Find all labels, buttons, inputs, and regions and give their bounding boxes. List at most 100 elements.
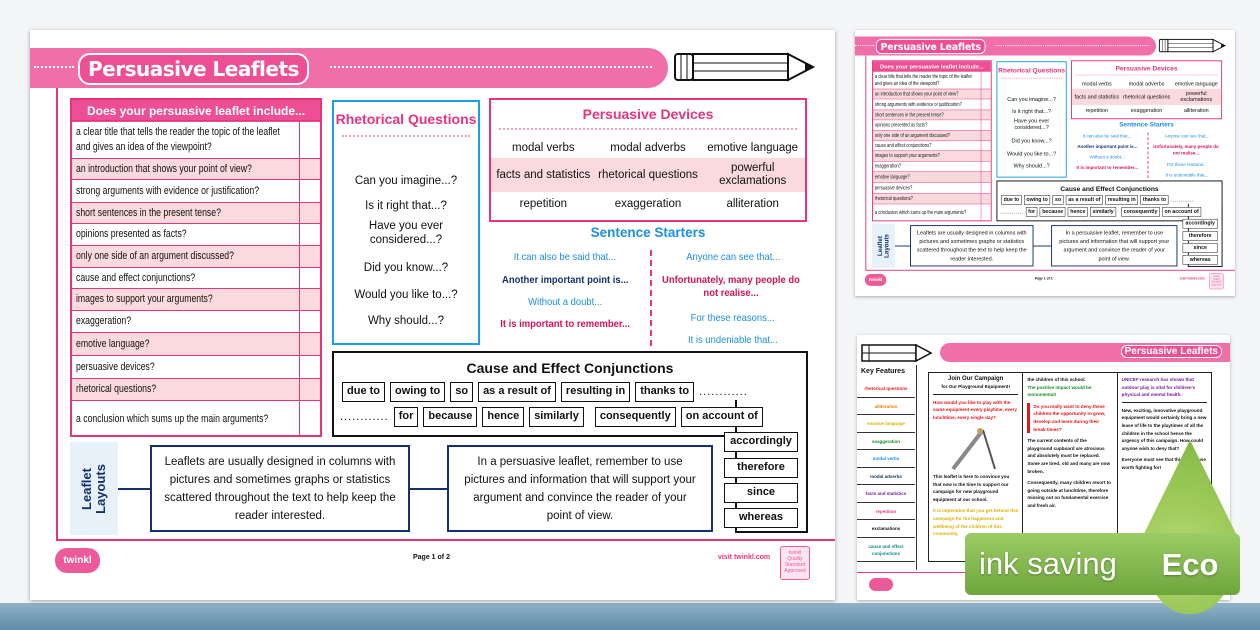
conjunction-word[interactable]: resulting in xyxy=(560,382,631,402)
conjunction-word[interactable]: whereas xyxy=(724,508,798,528)
conjunction-word[interactable]: hence xyxy=(1067,207,1088,217)
conjunction-word[interactable]: since xyxy=(1182,243,1218,253)
leaflet-layouts-text: Leaflet Layouts xyxy=(876,233,891,258)
checklist-item[interactable]: strong arguments with evidence or justif… xyxy=(72,179,320,202)
conjunction-word[interactable]: for xyxy=(1025,207,1038,217)
checklist-item[interactable]: exaggeration? xyxy=(72,310,320,332)
devices-heading: Persuasive Devices xyxy=(1115,64,1178,72)
conjunction-word[interactable]: accordingly xyxy=(724,432,798,452)
conjunction-word[interactable]: owing to xyxy=(390,382,446,402)
sentence-starter: Unfortunately, many people do not realis… xyxy=(653,274,813,300)
checklist-item[interactable]: a conclusion which sums up the main argu… xyxy=(872,203,991,222)
site-link[interactable]: visit twinkl.com xyxy=(718,554,771,561)
conjunction-word[interactable]: similarly xyxy=(529,407,584,427)
checklist-item[interactable]: short sentences in the present tense? xyxy=(872,109,991,120)
checklist-item[interactable]: only one side of an argument discussed? xyxy=(72,245,320,267)
checklist-item[interactable]: a clear title that tells the reader the … xyxy=(72,120,320,158)
connector xyxy=(1033,245,1052,247)
conjunction-word[interactable]: due to xyxy=(1001,195,1022,205)
layout-box: In a persuasive leaflet, remember to use… xyxy=(447,445,713,532)
checklist-item[interactable]: emotive language? xyxy=(72,332,320,355)
sentence-starter-text: Another important point is... xyxy=(1077,143,1138,150)
header-dots xyxy=(330,66,652,68)
checklist-item[interactable]: an introduction that shows your point of… xyxy=(872,88,991,99)
checklist-item[interactable]: cause and effect conjunctions? xyxy=(872,140,991,151)
checklist-item[interactable]: persuasive devices? xyxy=(872,182,991,194)
conjunction-word[interactable]: accordingly xyxy=(1182,218,1218,229)
checklist-item[interactable]: rhetorical questions? xyxy=(72,378,320,400)
key-feature: emotive language xyxy=(857,415,915,433)
checklist-item[interactable]: an introduction that shows your point of… xyxy=(72,158,320,179)
conjunction-word[interactable]: as a result of xyxy=(1065,195,1103,205)
checklist-item-label: a conclusion which sums up the main argu… xyxy=(76,412,269,425)
key-features-heading: Key Features xyxy=(861,368,905,375)
checklist-item[interactable]: cause and effect conjunctions? xyxy=(72,267,320,288)
checklist-item[interactable]: strong arguments with evidence or justif… xyxy=(872,98,991,110)
conjunction-word[interactable]: similarly xyxy=(1090,207,1117,217)
checklist-item-label: an introduction that shows your point of… xyxy=(76,162,252,175)
device-item: facts and statistics xyxy=(1074,93,1120,100)
divider xyxy=(916,365,917,570)
checklist-item[interactable]: exaggeration? xyxy=(872,161,991,172)
conjunction-word[interactable]: on account of xyxy=(680,407,763,427)
sentence-starter: It is important to remember... xyxy=(1069,165,1145,171)
worksheet-page-1: Persuasive Leaflets Does your persuasive… xyxy=(855,30,1235,296)
conjunction-word[interactable]: so xyxy=(450,382,474,402)
conjunction-word[interactable]: so xyxy=(1052,195,1064,205)
key-feature: modal verbs xyxy=(857,450,915,468)
checklist-item[interactable]: emotive language? xyxy=(872,171,991,183)
blank-dots: ............ xyxy=(1000,208,1024,215)
conjunction-word[interactable]: because xyxy=(423,407,478,427)
thumbnail-page-1[interactable]: Persuasive Leaflets Does your persuasive… xyxy=(855,30,1235,296)
checklist-item-label: a conclusion which sums up the main argu… xyxy=(874,209,967,216)
background-strip xyxy=(0,603,1260,630)
sentence-starter-text: Another important point is... xyxy=(501,274,629,286)
conjunction-word[interactable]: as a result of xyxy=(478,382,556,402)
conjunction-word[interactable]: hence xyxy=(482,407,525,427)
conjunction-word[interactable]: consequently xyxy=(594,407,676,427)
conjunction-word[interactable]: thanks to xyxy=(1140,195,1169,205)
checklist-item[interactable]: only one side of an argument discussed? xyxy=(872,130,991,141)
site-link[interactable]: visit twinkl.com xyxy=(1179,276,1205,281)
conjunction-word[interactable]: therefore xyxy=(724,458,798,478)
key-feature: exaggeration xyxy=(857,433,915,450)
conjunction-word[interactable]: resulting in xyxy=(1105,195,1139,205)
checklist-item[interactable]: opinions presented as facts? xyxy=(872,119,991,131)
conjunction-word[interactable]: whereas xyxy=(1182,255,1218,265)
conjunction-word[interactable]: owing to xyxy=(1024,195,1051,205)
conjunction-word[interactable]: consequently xyxy=(1121,207,1160,217)
device-item: rhetorical questions xyxy=(598,168,698,181)
conjunction-word[interactable]: since xyxy=(724,483,798,503)
checklist-item[interactable]: short sentences in the present tense? xyxy=(72,202,320,223)
device-item: powerful exclamations xyxy=(719,162,787,187)
pencil-icon xyxy=(861,343,933,363)
sentence-starter-text: It can also be said that... xyxy=(1082,132,1132,139)
checklist-item[interactable]: images to support your arguments? xyxy=(72,288,320,310)
device-item: rhetorical questions xyxy=(1122,93,1171,100)
checklist-item[interactable]: opinions presented as facts? xyxy=(72,223,320,245)
device-item: powerful exclamations xyxy=(1180,90,1213,103)
checklist-item[interactable]: a conclusion which sums up the main argu… xyxy=(72,400,320,437)
conjunction-word[interactable]: therefore xyxy=(1182,231,1218,241)
twinkl-logo: twinkl xyxy=(864,274,887,286)
blank-dots: ............ xyxy=(699,386,748,398)
leaflet-subheading: for Our Playground Equipment! xyxy=(933,383,1019,395)
conjunction-word[interactable]: for xyxy=(393,407,419,427)
checklist-item[interactable]: images to support your arguments? xyxy=(872,150,991,161)
checklist-item[interactable]: a clear title that tells the reader the … xyxy=(872,70,991,89)
conjunction-word[interactable]: on account of xyxy=(1162,207,1202,217)
conjunction-word[interactable]: thanks to xyxy=(635,382,695,402)
twinkl-logo: twinkl xyxy=(55,548,100,573)
checklist-item-label: cause and effect conjunctions? xyxy=(76,271,196,284)
conjunction-word[interactable]: due to xyxy=(342,382,385,402)
checklist-item[interactable]: persuasive devices? xyxy=(72,355,320,378)
conjunction-word[interactable]: because xyxy=(1039,207,1066,217)
sentence-starter: Without a doubt... xyxy=(1069,154,1145,160)
rhetorical-question: Did you know...? xyxy=(1011,138,1052,144)
sentence-starter: Anyone can see that... xyxy=(653,251,813,264)
sentence-starter: Another important point is... xyxy=(485,274,645,287)
checklist-item[interactable]: rhetorical questions? xyxy=(872,193,991,204)
